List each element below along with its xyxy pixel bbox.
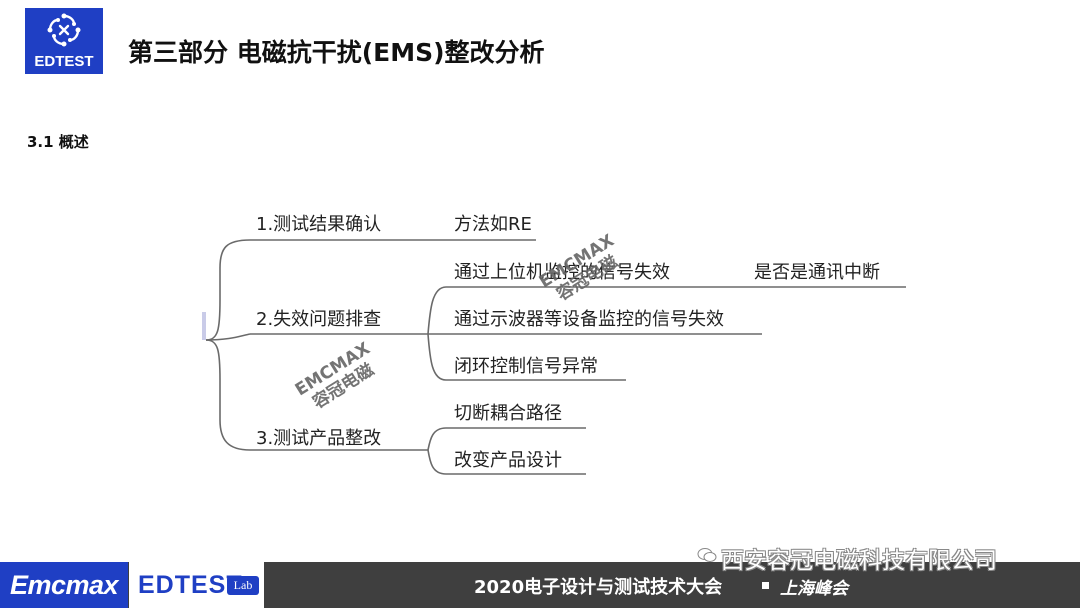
child-2-2: 通过示波器等设备监控的信号失效: [454, 309, 724, 330]
child-2-3: 闭环控制信号异常: [454, 356, 598, 377]
connector-branch-3: [205, 339, 251, 451]
logo-text: EDTEST: [34, 53, 94, 70]
connector-branch-1: [205, 239, 251, 341]
section-title: 3.1 概述: [27, 133, 89, 151]
child-3-1: 切断耦合路径: [454, 403, 562, 424]
event-location: 上海峰会: [780, 579, 848, 599]
sub-child-2-1: 是否是通讯中断: [754, 262, 880, 283]
lab-badge: Lab: [227, 576, 259, 595]
root-marker: [202, 312, 206, 340]
branch-3-label: 3.测试产品整改: [256, 428, 382, 449]
edtest-lab-logo: EDTEST Lab: [129, 562, 264, 608]
page-title: 第三部分 电磁抗干扰(EMS)整改分析: [128, 38, 545, 67]
mindmap-connectors: [202, 239, 906, 475]
edtest-logo: EDTEST: [25, 8, 103, 74]
company-name: 西安容冠电磁科技有限公司: [721, 548, 997, 574]
branch-1-label: 1.测试结果确认: [256, 214, 382, 235]
child-3-2-underline: [427, 449, 586, 475]
emcmax-logo: Emcmax: [0, 562, 128, 608]
footer-bar: Emcmax EDTEST Lab 2020电子设计与测试技术大会 上海峰会: [0, 562, 1080, 608]
event-name: 2020电子设计与测试技术大会: [474, 577, 723, 598]
wechat-icon: [697, 548, 717, 562]
connector-branch-2: [205, 333, 251, 341]
logo-emblem-icon: [47, 13, 81, 47]
child-2-3-underline: [427, 333, 626, 381]
child-2-1: 通过上位机监控的信号失效: [454, 262, 670, 283]
company-tag: 西安容冠电磁科技有限公司: [697, 541, 997, 575]
footer-separator: [762, 582, 769, 589]
child-1-1: 方法如RE: [454, 214, 532, 235]
edtest-lab-text: EDTEST: [138, 571, 243, 599]
child-3-2: 改变产品设计: [454, 450, 562, 471]
child-2-1-underline: [427, 286, 740, 335]
branch-2-label: 2.失效问题排查: [256, 309, 382, 330]
child-3-1-underline: [427, 427, 586, 451]
